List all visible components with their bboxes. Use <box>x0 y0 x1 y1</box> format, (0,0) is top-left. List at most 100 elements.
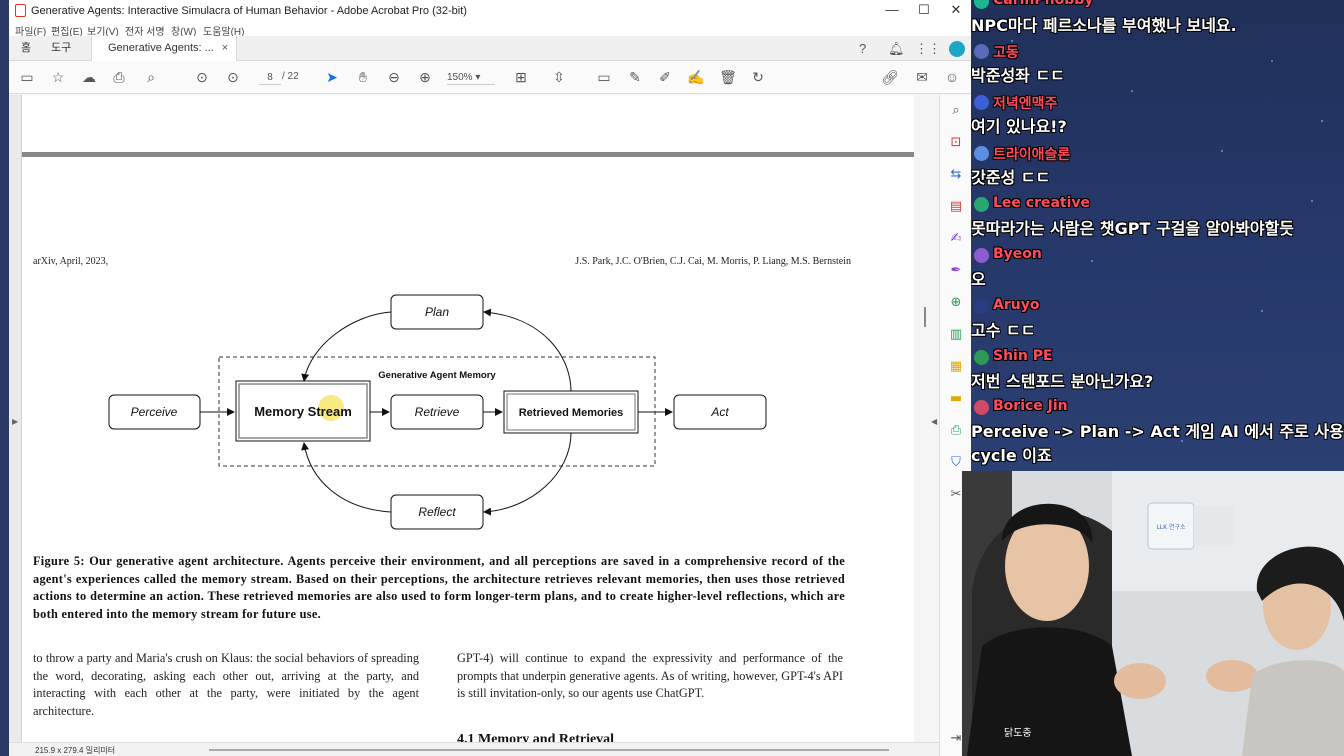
create-pdf-icon[interactable]: ⊡ <box>950 135 962 150</box>
tab-close-icon[interactable]: × <box>221 42 229 54</box>
menu-view[interactable]: 보기(V) <box>87 27 119 38</box>
figure-memory-title: Generative Agent Memory <box>378 370 496 381</box>
minimize-button[interactable]: — <box>885 2 899 17</box>
compare-files-icon[interactable]: ▥ <box>949 327 963 342</box>
collapse-right-pane-icon[interactable]: ◀ <box>931 417 938 426</box>
search-icon[interactable]: ⌕ <box>952 103 960 118</box>
page-layout-icon[interactable]: ⊞ <box>515 69 527 85</box>
save-icon[interactable]: ▭ <box>20 69 34 85</box>
chat-text: 오 <box>971 270 986 289</box>
chat-nickname[interactable]: 고동 <box>971 42 1065 62</box>
menu-window[interactable]: 창(W) <box>171 27 197 38</box>
body-text-right: GPT-4) will continue to expand the expre… <box>457 651 843 700</box>
select-cursor-icon[interactable]: ➤ <box>326 69 338 85</box>
request-signature-icon[interactable]: ✍ <box>950 231 962 246</box>
menu-esign[interactable]: 전자 서명 <box>125 27 165 38</box>
expand-left-pane-icon[interactable]: ▶ <box>12 417 19 426</box>
node-retrieve <box>390 394 484 430</box>
running-header-right: J.S. Park, J.C. O'Brien, C.J. Cai, M. Mo… <box>575 256 851 267</box>
chat-nickname[interactable]: Aruyo <box>971 297 1039 317</box>
chat-avatar-icon <box>974 299 989 314</box>
edit-pdf-side-icon[interactable]: ▦ <box>949 359 963 374</box>
chat-nickname[interactable]: Shin PE <box>971 348 1153 368</box>
webcam-image: LLK 연구소 닭도충 <box>962 471 1344 756</box>
edit-pdf-icon[interactable]: ✍ <box>687 69 705 85</box>
bell-icon[interactable]: 🔔︎ <box>888 41 905 56</box>
body-text-left: to throw a party and Maria's crush on Kl… <box>33 651 419 718</box>
maximize-button[interactable]: ☐ <box>918 2 930 17</box>
horizontal-scrollbar[interactable] <box>209 749 889 751</box>
chat-avatar-icon <box>974 95 989 110</box>
chat-text-continued: cycle 이죠 <box>971 446 1052 465</box>
chat-text: 고수 ㄷㄷ <box>971 321 1036 340</box>
page-number-input[interactable]: 8 <box>259 70 281 85</box>
tab-home[interactable]: 홈 <box>21 42 32 54</box>
document-area[interactable]: ▶ arXiv, April, 2023, J.S. Park, J.C. O'… <box>9 95 939 742</box>
scan-ocr-icon[interactable]: ⊕ <box>950 295 962 310</box>
node-retrieved-memories <box>503 390 639 434</box>
account-icon[interactable]: ☺ <box>944 69 960 85</box>
chat-avatar-icon <box>974 400 989 415</box>
delete-icon[interactable]: 🗑︎ <box>719 69 737 85</box>
chat-nickname[interactable]: CarinPhobby <box>971 0 1237 12</box>
tab-document[interactable]: Generative Agents: ...× <box>91 36 238 61</box>
chat-nickname[interactable]: Byeon <box>971 246 1042 266</box>
help-icon[interactable]: ? <box>859 41 867 56</box>
zoom-level-value: 150% <box>447 72 473 83</box>
rotate-icon[interactable]: ↻ <box>752 69 764 85</box>
webcam-feed: LLK 연구소 닭도충 <box>962 471 1344 756</box>
tab-tools[interactable]: 도구 <box>51 42 72 54</box>
apps-grid-icon[interactable]: ⋮⋮ <box>915 41 941 56</box>
menu-file[interactable]: 파일(F) <box>15 27 47 38</box>
organize-pages-icon[interactable]: ▤ <box>949 199 963 214</box>
chat-nickname[interactable]: 트라이애슬론 <box>971 144 1070 164</box>
chat-nickname[interactable]: 저녁엔맥주 <box>971 93 1067 113</box>
comment-side-icon[interactable]: ▬ <box>949 391 963 406</box>
print-production-icon[interactable]: ⎙ <box>950 423 962 438</box>
close-window-button[interactable]: ✕ <box>950 2 962 17</box>
left-nav-pane[interactable]: ▶ <box>9 95 22 742</box>
print-icon[interactable]: ⎙ <box>113 69 125 85</box>
next-page-icon[interactable]: ⊙ <box>227 69 239 85</box>
chat-nickname[interactable]: Lee creative <box>971 195 1294 215</box>
more-tools-icon[interactable]: ✂ <box>950 487 962 502</box>
zoom-in-icon[interactable]: ⊕ <box>419 69 431 85</box>
draw-icon[interactable]: ✐ <box>659 69 671 85</box>
chat-message: Byeon 오 <box>971 246 1042 290</box>
svg-text:Act: Act <box>710 405 729 419</box>
svg-text:LLK 연구소: LLK 연구소 <box>1156 523 1186 531</box>
highlight-pen-icon[interactable]: ✎ <box>629 69 641 85</box>
email-icon[interactable]: ✉ <box>916 69 928 85</box>
node-perceive <box>108 394 201 430</box>
vertical-scrollbar[interactable]: ◀ <box>914 95 939 742</box>
chat-nickname[interactable]: Borice Jin <box>971 398 1344 418</box>
scroll-mode-icon[interactable]: ⇳ <box>553 69 565 85</box>
collapse-pane-icon[interactable]: ⇥ <box>950 731 962 746</box>
user-avatar[interactable] <box>949 41 965 57</box>
comment-icon[interactable]: ▭ <box>597 69 611 85</box>
node-reflect <box>390 494 484 530</box>
scroll-thumb[interactable] <box>924 307 926 327</box>
chat-avatar-icon <box>974 248 989 263</box>
fill-sign-icon[interactable]: ✒ <box>950 263 962 278</box>
share-link-icon[interactable]: 🔗︎ <box>881 69 899 85</box>
menu-help[interactable]: 도움말(H) <box>203 27 245 38</box>
export-pdf-icon[interactable]: ⇆ <box>950 167 962 182</box>
hand-tool-icon[interactable]: ✋︎ <box>359 69 367 85</box>
svg-text:Perceive: Perceive <box>131 405 178 419</box>
bookmark-star-icon[interactable]: ☆ <box>51 69 65 85</box>
protect-shield-icon[interactable]: ⛉ <box>951 455 961 470</box>
svg-text:Reflect: Reflect <box>418 505 456 519</box>
cloud-upload-icon[interactable]: ☁ <box>82 69 96 85</box>
zoom-level-select[interactable]: 150% ▾ <box>447 70 495 85</box>
find-icon[interactable]: ⌕ <box>147 69 155 85</box>
zoom-out-icon[interactable]: ⊖ <box>388 69 400 85</box>
prev-page-icon[interactable]: ⊙ <box>196 69 208 85</box>
svg-text:Memory Stream: Memory Stream <box>254 404 352 419</box>
menu-edit[interactable]: 편집(E) <box>51 27 83 38</box>
